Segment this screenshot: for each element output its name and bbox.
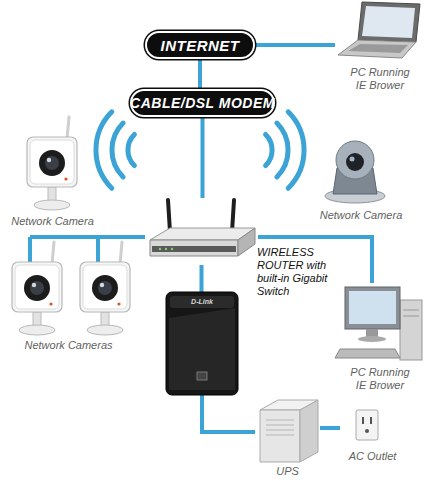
drive-slot xyxy=(403,316,419,317)
device-caption: Network Cameras xyxy=(2,339,135,352)
network-cable xyxy=(200,265,204,292)
camera-node: Network Camera xyxy=(5,115,100,228)
monitor-stand xyxy=(366,329,378,337)
router-node: WIRELESS ROUTER with built-in Gigabit Sw… xyxy=(145,198,258,265)
wireless-wave xyxy=(277,123,288,177)
router-led xyxy=(159,248,161,250)
laptop-illustration xyxy=(338,2,420,58)
wireless-wave xyxy=(128,134,134,165)
vent xyxy=(266,430,294,431)
laptop-node: PC Running IE Brower xyxy=(335,0,425,92)
camera-drop-wires xyxy=(30,237,98,262)
device-caption: Network Camera xyxy=(5,215,100,228)
vent xyxy=(266,420,294,421)
network-cable xyxy=(255,43,335,47)
drive-slot xyxy=(403,310,419,311)
router-illustration xyxy=(150,200,255,256)
router-led xyxy=(165,248,167,250)
outlet-slot xyxy=(370,417,372,424)
laptop-base xyxy=(338,40,416,58)
keyboard xyxy=(335,349,400,358)
device-caption: PC Running IE Brower xyxy=(348,366,412,392)
wireless-wave xyxy=(112,123,123,177)
ptz-head xyxy=(336,141,374,179)
network-cable xyxy=(202,395,255,432)
nas-node: D-Link xyxy=(166,292,238,395)
desktop-illustration xyxy=(335,287,422,360)
router-antenna xyxy=(168,200,170,232)
pill-label: INTERNET xyxy=(161,37,240,54)
camera-node: Network Camera xyxy=(312,135,410,222)
laptop-keyboard xyxy=(348,44,408,53)
device-caption: AC Outlet xyxy=(340,450,405,463)
monitor-frame xyxy=(345,287,400,329)
lens-glint xyxy=(350,157,355,162)
power-button xyxy=(197,372,207,380)
pill-label: CABLE/DSL MODEM xyxy=(130,95,275,111)
wireless-waves xyxy=(96,112,304,188)
device-caption: Network Camera xyxy=(312,209,410,222)
connector-group xyxy=(98,45,372,432)
outlet-illustration xyxy=(356,410,378,440)
drop-wire xyxy=(30,235,98,239)
laptop-lid xyxy=(358,2,420,42)
nas-gloss xyxy=(169,308,235,390)
desktop-node: PC Running IE Brower xyxy=(335,283,425,392)
outlet-plate xyxy=(356,410,378,440)
network-camera-art xyxy=(80,242,130,335)
pc-tower xyxy=(400,300,422,360)
router-top xyxy=(150,228,255,240)
ups-vents xyxy=(266,420,294,435)
router-panel xyxy=(152,246,236,252)
ups-side xyxy=(300,400,318,462)
monitor-foot xyxy=(358,336,386,342)
ptz-lens xyxy=(346,153,364,171)
nas-illustration xyxy=(166,292,238,395)
router-caption: WIRELESS ROUTER with built-in Gigabit Sw… xyxy=(257,246,339,298)
wireless-wave xyxy=(96,112,112,188)
wireless-wave xyxy=(266,134,272,165)
ptz-camera-illustration xyxy=(325,141,385,203)
network-camera-art xyxy=(12,242,62,335)
drop-wire xyxy=(28,237,32,262)
internet-pill: INTERNET xyxy=(145,31,255,59)
network-cable xyxy=(201,117,205,198)
outlet-slot xyxy=(362,417,364,424)
network-cable xyxy=(198,59,202,89)
router-front xyxy=(150,240,238,256)
network-camera-art xyxy=(27,117,77,210)
router-led xyxy=(171,248,173,250)
device-caption: PC Running IE Brower xyxy=(348,66,412,92)
vent xyxy=(266,435,294,436)
ups-node: UPS xyxy=(255,398,320,478)
monitor-screen xyxy=(349,291,396,324)
ups-front xyxy=(260,410,300,462)
laptop-screen xyxy=(362,6,415,38)
router-side xyxy=(238,228,255,256)
wireless-wave xyxy=(288,112,304,188)
device-caption: UPS xyxy=(255,465,320,478)
nas-body xyxy=(166,292,238,395)
network-cable xyxy=(320,426,340,430)
camera-group-node: Network Cameras xyxy=(2,262,135,352)
outlet-ground xyxy=(365,429,369,433)
modem-pill: CABLE/DSL MODEM xyxy=(130,89,275,117)
ups-illustration xyxy=(260,400,318,462)
brand-logo: D-Link xyxy=(166,297,238,306)
router-antenna xyxy=(232,200,234,232)
vent xyxy=(266,425,294,426)
outlet-node: AC Outlet xyxy=(340,405,405,463)
